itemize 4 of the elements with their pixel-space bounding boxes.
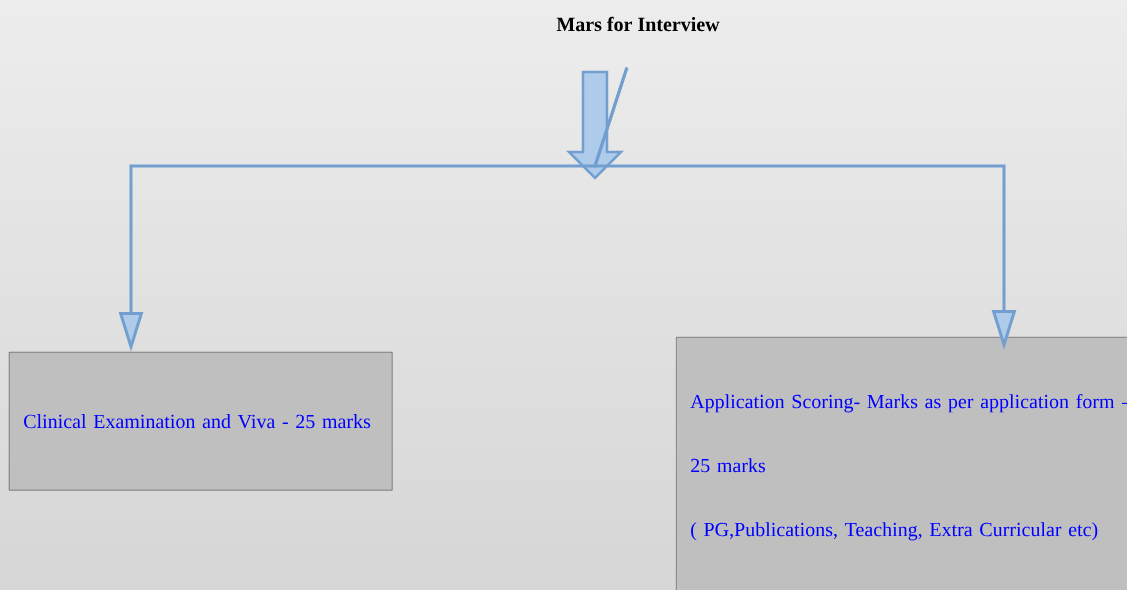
text-box: Clinical Examination and Viva - 25 marks — [9, 352, 393, 491]
title-text: Mars for Interview — [556, 16, 720, 32]
block-arrow — [566, 70, 625, 180]
text-box: Application Scoring- Marks as per application form - 25 marks ( PG,Publications, Teaching, Extra Curricular etc) — [676, 337, 1127, 590]
